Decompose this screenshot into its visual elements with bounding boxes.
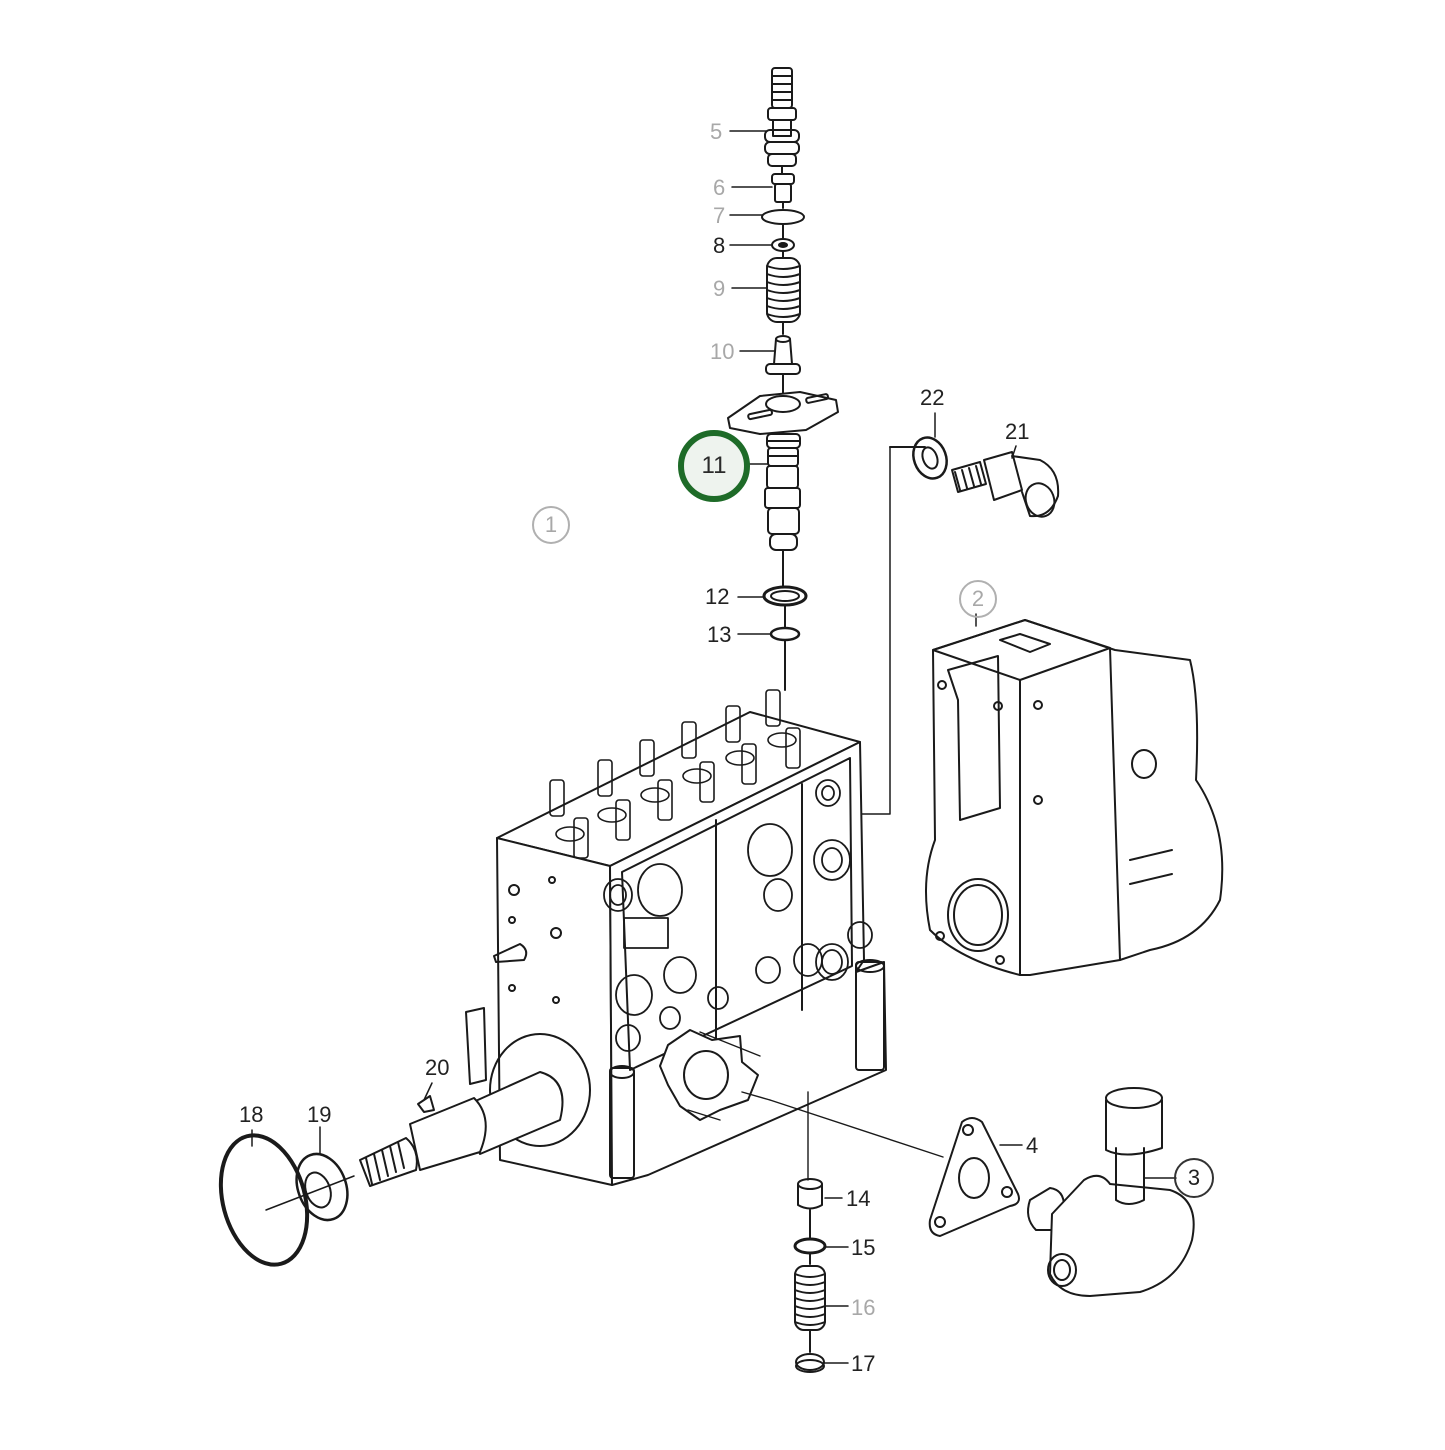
governor-housing-drawing: [925, 619, 1224, 976]
callout-3: 3: [1174, 1158, 1214, 1198]
callout-21: 21: [1005, 419, 1030, 444]
volume-reducer-drawing: [771, 238, 795, 259]
sealing-washer-22-drawing: [912, 436, 948, 480]
callout-16: 16: [851, 1295, 876, 1320]
callout-19: 19: [307, 1102, 332, 1127]
delivery-valve-spring-drawing: [766, 257, 801, 335]
callout-2-text: 2: [971, 586, 985, 611]
callout-14: 14: [846, 1186, 871, 1211]
shaft-seal-drawing: [295, 1152, 349, 1222]
leader-lines: [251, 130, 1023, 1364]
callout-5: 5: [710, 119, 723, 144]
callout-20: 20: [425, 1055, 450, 1080]
callout-6: 6: [713, 175, 726, 200]
o-ring-large-drawing: [218, 1133, 355, 1267]
callout-11-text: 11: [701, 452, 727, 479]
callout-1-text: 1: [544, 512, 558, 537]
feed-pump-drawing: [1027, 1087, 1195, 1297]
ports: [603, 779, 873, 1052]
callout-22: 22: [920, 385, 945, 410]
sealing-washer-12-drawing: [762, 585, 808, 629]
callout-13: 13: [707, 622, 732, 647]
filler-piece-drawing: [771, 173, 795, 209]
callout-8: 8: [713, 233, 726, 258]
callout-10: 10: [710, 339, 735, 364]
o-ring-7-drawing: [761, 209, 805, 239]
lower-stack-drawing: [793, 1178, 827, 1373]
callout-7: 7: [713, 203, 726, 228]
delivery-valve-drawing: [765, 335, 801, 395]
delivery-valve-holder-drawing: [764, 67, 800, 175]
callout-9: 9: [713, 276, 726, 301]
callout-3-text: 3: [1187, 1165, 1201, 1190]
callout-11-highlighted[interactable]: 11: [678, 430, 750, 502]
studs: [549, 689, 801, 859]
callout-12: 12: [705, 584, 730, 609]
o-ring-13-drawing: [769, 626, 801, 691]
callout-18: 18: [239, 1102, 264, 1127]
callout-15: 15: [851, 1235, 876, 1260]
pump-element-flange-drawing: [727, 391, 839, 587]
callout-2: 2: [959, 580, 997, 618]
drive-shaft-drawing: [359, 1071, 564, 1187]
overflow-valve-drawing: [951, 451, 1060, 518]
callout-4: 4: [1026, 1133, 1039, 1158]
callout-1: 1: [532, 506, 570, 544]
callout-17: 17: [851, 1351, 876, 1376]
gasket-drawing: [928, 1117, 1020, 1237]
